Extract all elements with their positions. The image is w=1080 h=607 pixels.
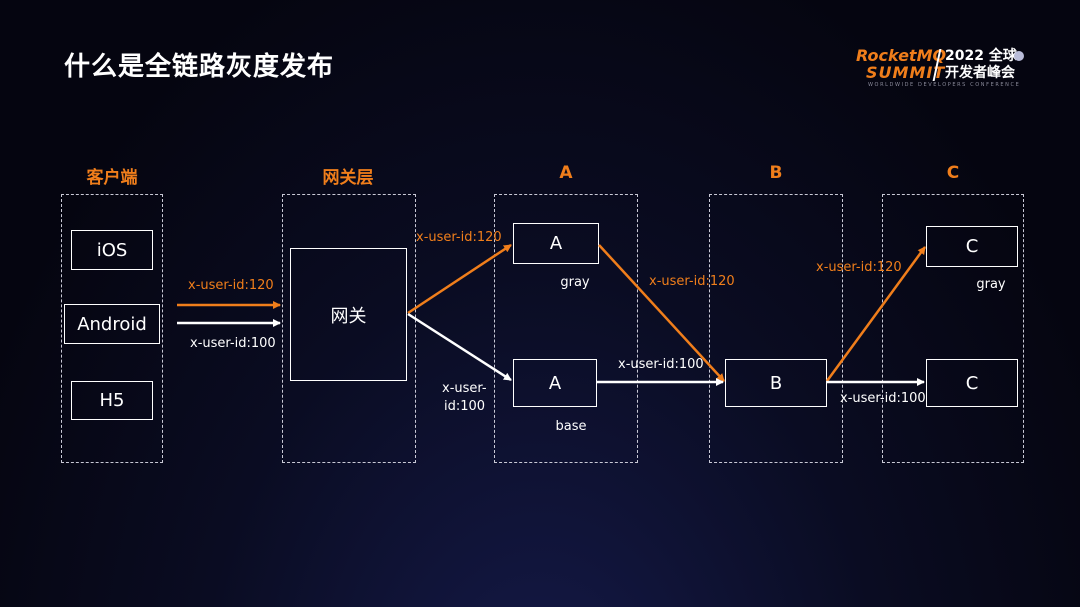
node-gateway: 网关 (290, 248, 407, 381)
service-c-group (882, 194, 1024, 463)
node-a-base: A (513, 359, 597, 407)
arrow-a-gray-b (598, 244, 725, 382)
client-group (61, 194, 163, 463)
gateway-group (282, 194, 416, 463)
edge-label-client-gray: x-user-id:120 (188, 278, 274, 293)
arrow-gw-a-gray (407, 243, 512, 315)
edge-label-gw-a-base-2: id:100 (444, 399, 486, 414)
column-header-gateway: 网关层 (322, 168, 374, 188)
arrow-b-c-gray (825, 246, 927, 382)
edge-label-gw-a-gray: x-user-id:120 (416, 230, 502, 245)
edge-label-a-gray-b: x-user-id:120 (649, 274, 735, 289)
node-b: B (725, 359, 827, 407)
label-a-base: base (555, 419, 587, 434)
edge-label-gw-a-base-1: x-user- (442, 381, 487, 396)
node-c-gray: C (926, 226, 1018, 267)
label-c-gray: gray (976, 277, 1006, 292)
label-a-gray: gray (560, 275, 590, 290)
logo-line1: RocketMQ (856, 46, 947, 65)
edge-label-a-base-b: x-user-id:100 (618, 357, 704, 372)
edge-label-client-base: x-user-id:100 (190, 336, 276, 351)
column-header-client: 客户端 (86, 168, 138, 188)
service-b-group (709, 194, 843, 463)
logo-subtitle: WORLDWIDE DEVELOPERS CONFERENCE (868, 82, 1021, 88)
node-android: Android (64, 304, 160, 344)
node-h5: H5 (71, 381, 153, 420)
column-header-c: C (946, 163, 960, 183)
logo-cn: 开发者峰会 (945, 65, 1015, 81)
edge-label-b-c-gray: x-user-id:120 (816, 260, 902, 275)
node-c-base: C (926, 359, 1018, 407)
column-header-a: A (559, 163, 573, 183)
arrow-gw-a-base (407, 312, 512, 382)
logo-year: 2022 全球 (945, 48, 1017, 64)
column-header-b: B (769, 163, 783, 183)
rocketmq-summit-logo: RocketMQ SUMMIT 2022 全球 开发者峰会 WORLDWIDE … (856, 47, 1046, 91)
node-ios: iOS (71, 230, 153, 270)
planet-icon (1014, 51, 1024, 61)
logo-line2: SUMMIT (866, 63, 946, 82)
page-title: 什么是全链路灰度发布 (64, 52, 335, 82)
node-a-gray: A (513, 223, 599, 264)
edge-label-b-c-base: x-user-id:100 (840, 391, 926, 406)
service-a-group (494, 194, 638, 463)
